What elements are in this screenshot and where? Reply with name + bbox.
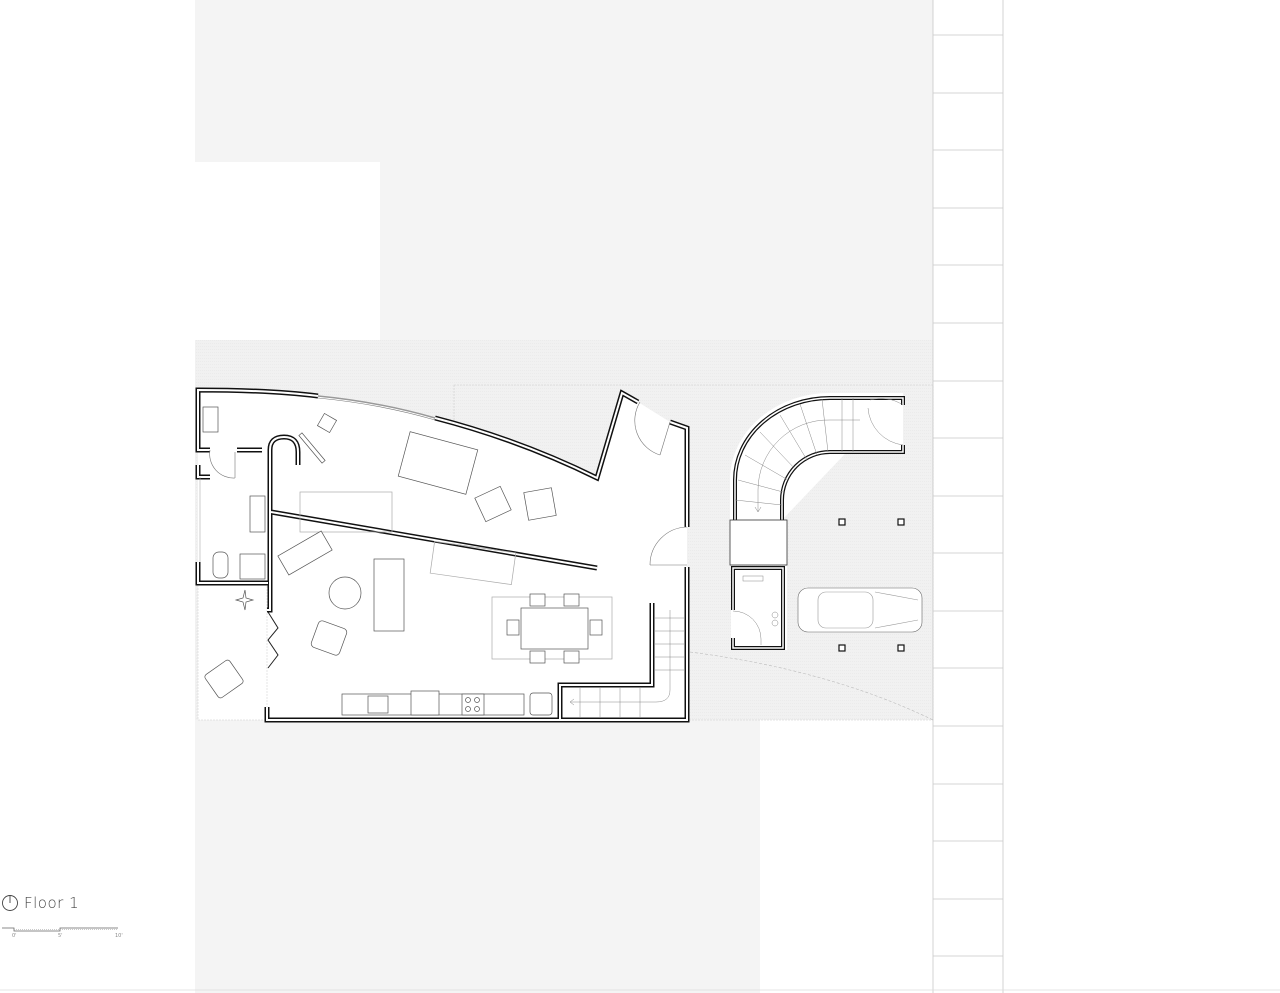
sofa: [373, 558, 405, 632]
toilet: [212, 551, 229, 579]
scale-bar: [2, 927, 118, 932]
column: [838, 518, 846, 526]
rug: [299, 491, 393, 533]
stove: [529, 692, 553, 716]
column: [897, 518, 905, 526]
scale-tick-10: 10': [115, 933, 123, 939]
scale-tick-0: 0': [12, 933, 17, 939]
lounge-chair: [310, 620, 348, 656]
plant: [234, 589, 255, 611]
bath-sink: [249, 495, 266, 533]
kitchen-island: [397, 431, 479, 495]
column: [897, 644, 905, 652]
tv-console: [277, 530, 333, 576]
chair: [316, 412, 338, 434]
walls: [195, 387, 690, 723]
breezeway: [729, 519, 788, 566]
terrace: [197, 582, 268, 721]
dining-rug: [491, 596, 613, 660]
dining-table: [520, 607, 589, 650]
column: [838, 644, 846, 652]
furniture: [202, 406, 613, 716]
coffee-table: [328, 576, 362, 610]
rug-2: [429, 541, 517, 585]
shower: [239, 553, 266, 580]
floor-label: Floor 1: [24, 894, 80, 912]
cabinet: [202, 406, 219, 433]
terrace-chair: [204, 659, 244, 699]
scale-tick-5: 5': [58, 933, 63, 939]
exterior-stair: [729, 393, 905, 566]
armchair: [474, 485, 512, 523]
interior-stair: [569, 610, 684, 717]
utility-room: [731, 566, 787, 650]
carport: [797, 518, 923, 652]
armchair-2: [523, 487, 557, 521]
car: [797, 587, 923, 633]
north-arrow-icon: [2, 895, 18, 911]
openings: [199, 395, 688, 669]
desk: [298, 432, 326, 464]
